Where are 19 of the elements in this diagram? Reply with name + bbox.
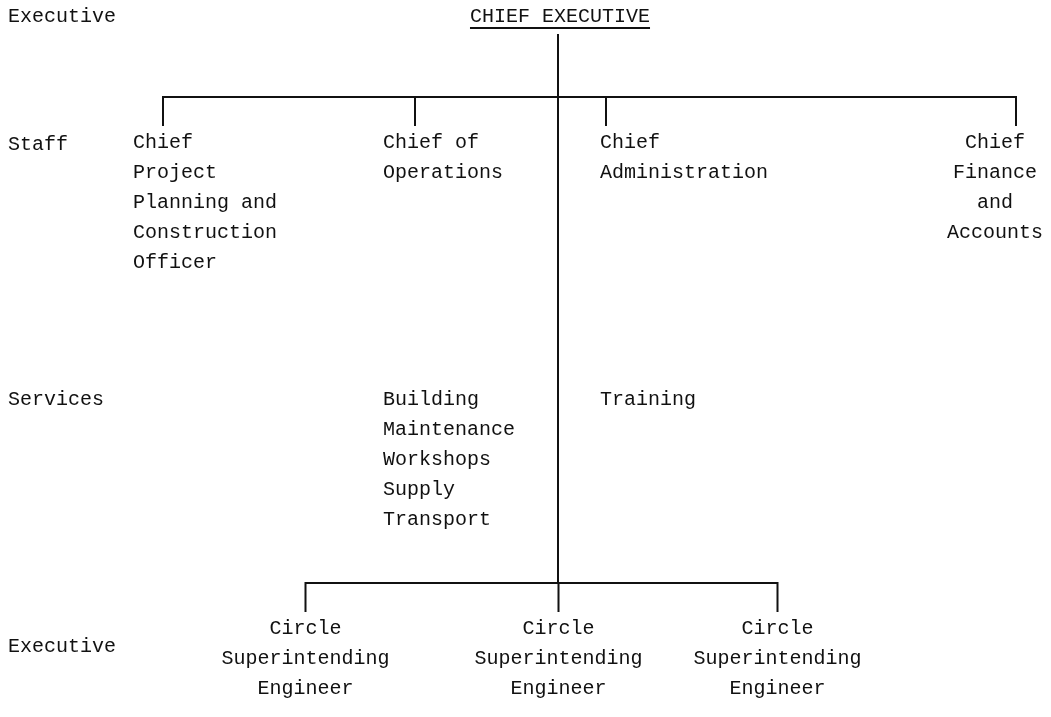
service-label: Supply <box>383 477 455 503</box>
level-label: Staff <box>8 132 68 158</box>
level-label: Executive <box>8 634 117 660</box>
org-position: Circle Superintending Engineer <box>218 614 393 704</box>
level-label: Executive <box>8 4 117 30</box>
service-label: Workshops <box>383 447 492 473</box>
org-position: Chief of Operations <box>383 128 533 188</box>
service-label: Transport <box>383 507 492 533</box>
org-title: CHIEF EXECUTIVE <box>455 2 665 32</box>
org-position: Chief Finance and Accounts <box>945 128 1045 248</box>
org-position: Circle Superintending Engineer <box>471 614 646 704</box>
org-position: Chief Project Planning and Construction Officer <box>133 128 283 278</box>
service-label: Maintenance <box>383 417 516 443</box>
service-label: Building <box>383 387 479 413</box>
service-label: Training <box>600 387 696 413</box>
org-position: Chief Administration <box>600 128 775 188</box>
org-chart-line <box>557 33 779 613</box>
org-position: Circle Superintending Engineer <box>690 614 865 704</box>
level-label: Services <box>8 387 104 413</box>
